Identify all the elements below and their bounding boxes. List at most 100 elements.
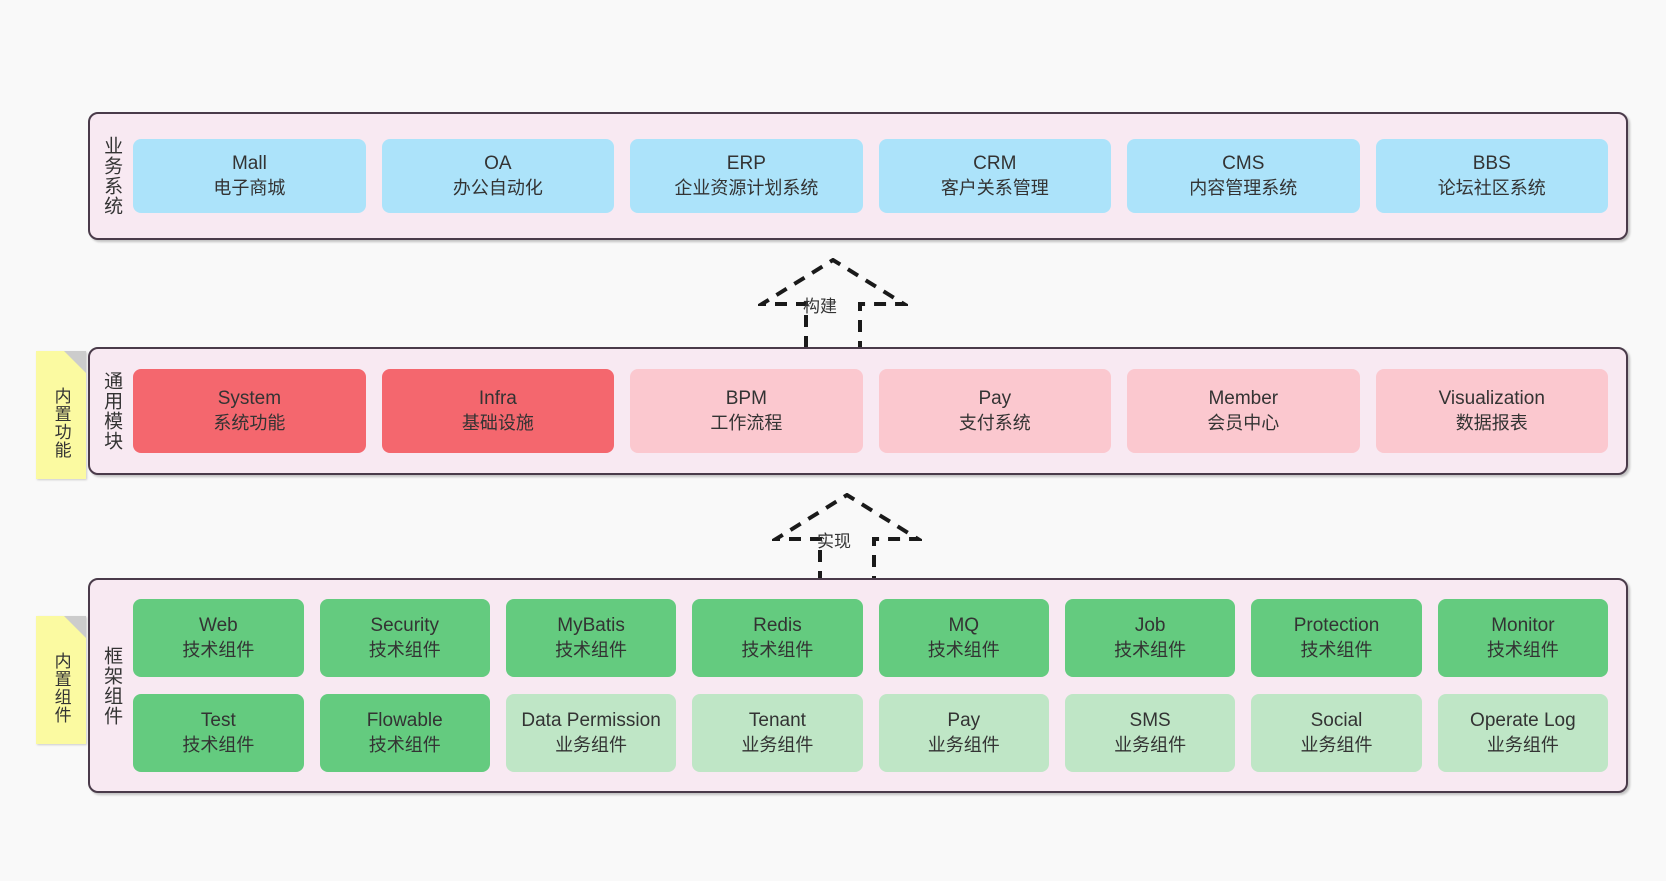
- node-label-en: SMS: [1129, 710, 1171, 732]
- node-security[interactable]: Security 技术组件: [319, 599, 490, 677]
- node-label-en: BBS: [1472, 153, 1511, 175]
- node-label-en: CRM: [973, 153, 1017, 175]
- node-label-en: MQ: [948, 615, 980, 637]
- node-social[interactable]: Social 业务组件: [1251, 694, 1422, 772]
- sticky-note-builtin-feature: 内置功能: [36, 351, 86, 479]
- node-label-cn: 技术组件: [1114, 639, 1187, 660]
- node-mq[interactable]: MQ 技术组件: [878, 599, 1049, 677]
- node-label-cn: 数据报表: [1455, 412, 1528, 433]
- node-label-cn: 技术组件: [555, 639, 628, 660]
- connector-implement-label: 实现: [817, 532, 851, 551]
- node-label-en: Job: [1134, 615, 1166, 637]
- note-fold-corner-icon: [64, 351, 86, 373]
- node-mybatis[interactable]: MyBatis 技术组件: [505, 599, 677, 677]
- node-label-cn: 技术组件: [741, 639, 814, 660]
- node-test[interactable]: Test 技术组件: [133, 694, 304, 772]
- node-label-cn: 业务组件: [555, 734, 628, 755]
- node-label-en: Tenant: [748, 710, 806, 732]
- node-job[interactable]: Job 技术组件: [1064, 599, 1236, 677]
- node-pay[interactable]: Pay 支付系统: [878, 369, 1112, 453]
- node-row: Test 技术组件 Flowable 技术组件 Data Permission …: [133, 694, 1609, 772]
- node-label-cn: 技术组件: [368, 639, 441, 660]
- node-cms[interactable]: CMS 内容管理系统: [1127, 139, 1360, 213]
- node-label-en: MyBatis: [557, 615, 625, 637]
- node-label-en: Social: [1310, 710, 1363, 732]
- node-pay-business[interactable]: Pay 业务组件: [878, 694, 1049, 772]
- layer-common-module: 通用模块 System 系统功能 Infra 基础设施 BPM 工作流程 Pay…: [88, 347, 1628, 475]
- node-operate-log[interactable]: Operate Log 业务组件: [1437, 694, 1609, 772]
- node-label-cn: 技术组件: [1300, 639, 1373, 660]
- node-label-cn: 论坛社区系统: [1437, 177, 1546, 198]
- node-label-en: Flowable: [366, 710, 443, 732]
- node-label-cn: 业务组件: [1114, 734, 1187, 755]
- node-label-en: Mall: [231, 153, 267, 175]
- node-web[interactable]: Web 技术组件: [133, 599, 304, 677]
- node-label-en: Member: [1208, 388, 1279, 410]
- node-infra[interactable]: Infra 基础设施: [381, 369, 615, 453]
- node-oa[interactable]: OA 办公自动化: [381, 139, 615, 213]
- node-label-cn: 业务组件: [927, 734, 1000, 755]
- connector-implement: 实现: [768, 492, 926, 583]
- node-label-cn: 电子商城: [213, 177, 286, 198]
- connector-build-label: 构建: [803, 297, 837, 316]
- node-visualization[interactable]: Visualization 数据报表: [1375, 369, 1608, 453]
- node-label-cn: 技术组件: [182, 639, 255, 660]
- connector-build: 构建: [754, 257, 912, 348]
- node-label-en: CMS: [1222, 153, 1265, 175]
- node-label-en: Monitor: [1491, 615, 1555, 637]
- node-label-cn: 技术组件: [1486, 639, 1559, 660]
- node-system[interactable]: System 系统功能: [133, 369, 366, 453]
- node-row: System 系统功能 Infra 基础设施 BPM 工作流程 Pay 支付系统…: [133, 369, 1608, 453]
- node-label-cn: 客户关系管理: [940, 177, 1049, 198]
- node-label-cn: 基础设施: [461, 412, 534, 433]
- layer-title-business-system: 业务系统: [101, 136, 123, 216]
- node-label-cn: 会员中心: [1207, 412, 1280, 433]
- connector-build-arrow: [754, 257, 912, 348]
- node-label-en: BPM: [725, 388, 767, 410]
- node-label-en: Infra: [478, 388, 517, 410]
- node-label-en: Security: [370, 615, 440, 637]
- node-data-permission[interactable]: Data Permission 业务组件: [505, 694, 677, 772]
- node-monitor[interactable]: Monitor 技术组件: [1437, 599, 1609, 677]
- node-erp[interactable]: ERP 企业资源计划系统: [630, 139, 863, 213]
- node-label-cn: 业务组件: [1300, 734, 1373, 755]
- node-protection[interactable]: Protection 技术组件: [1251, 599, 1422, 677]
- node-bbs[interactable]: BBS 论坛社区系统: [1375, 139, 1608, 213]
- note-fold-corner-icon: [64, 616, 86, 638]
- node-label-cn: 业务组件: [741, 734, 814, 755]
- layer-body-common-module: System 系统功能 Infra 基础设施 BPM 工作流程 Pay 支付系统…: [129, 349, 1626, 473]
- layer-body-business-system: Mall 电子商城 OA 办公自动化 ERP 企业资源计划系统 CRM 客户关系…: [129, 114, 1626, 238]
- node-label-en: Redis: [753, 615, 802, 637]
- node-label-cn: 工作流程: [710, 412, 783, 433]
- node-tenant[interactable]: Tenant 业务组件: [692, 694, 863, 772]
- node-label-en: System: [217, 388, 282, 410]
- node-label-en: Operate Log: [1470, 710, 1576, 732]
- node-crm[interactable]: CRM 客户关系管理: [878, 139, 1112, 213]
- layer-business-system: 业务系统 Mall 电子商城 OA 办公自动化 ERP 企业资源计划系统 CRM…: [88, 112, 1628, 240]
- sticky-note-builtin-component: 内置组件: [36, 616, 86, 744]
- node-label-cn: 技术组件: [182, 734, 255, 755]
- node-sms[interactable]: SMS 业务组件: [1064, 694, 1236, 772]
- node-flowable[interactable]: Flowable 技术组件: [319, 694, 490, 772]
- node-label-en: ERP: [726, 153, 766, 175]
- node-member[interactable]: Member 会员中心: [1127, 369, 1360, 453]
- layer-title-framework-component: 框架组件: [101, 645, 123, 726]
- node-label-cn: 办公自动化: [452, 177, 543, 198]
- node-label-cn: 技术组件: [368, 734, 441, 755]
- node-label-en: Pay: [947, 710, 981, 732]
- node-label-cn: 支付系统: [958, 412, 1031, 433]
- node-label-en: Test: [200, 710, 236, 732]
- node-label-en: Visualization: [1438, 388, 1545, 410]
- layer-body-framework-component: Web 技术组件 Security 技术组件 MyBatis 技术组件 Redi…: [129, 580, 1626, 791]
- node-label-en: Pay: [978, 388, 1012, 410]
- node-redis[interactable]: Redis 技术组件: [692, 599, 863, 677]
- node-bpm[interactable]: BPM 工作流程: [630, 369, 863, 453]
- node-label-cn: 业务组件: [1486, 734, 1559, 755]
- node-label-en: Data Permission: [521, 710, 661, 732]
- node-mall[interactable]: Mall 电子商城: [133, 139, 366, 213]
- sticky-note-label: 内置组件: [51, 652, 71, 724]
- node-label-cn: 企业资源计划系统: [674, 177, 819, 198]
- node-label-en: OA: [484, 153, 512, 175]
- node-row: Web 技术组件 Security 技术组件 MyBatis 技术组件 Redi…: [133, 599, 1609, 677]
